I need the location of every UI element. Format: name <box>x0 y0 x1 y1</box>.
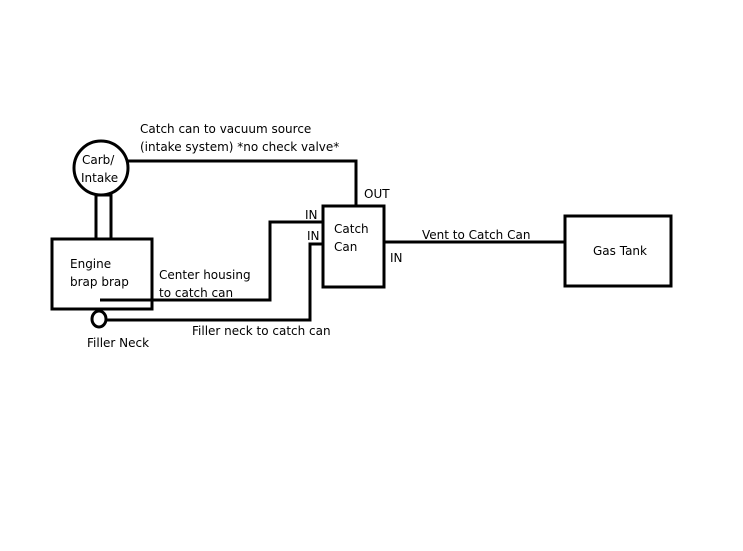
center-housing-label-line1: Center housing <box>159 268 251 282</box>
vent-label: Vent to Catch Can <box>422 228 530 242</box>
center-housing-line <box>100 220 323 302</box>
gas-tank-label: Gas Tank <box>593 244 647 258</box>
engine-label-line2: brap brap <box>70 275 129 289</box>
carb-label-line2: Intake <box>81 171 118 185</box>
catch-can-label-line1: Catch <box>334 222 369 236</box>
vacuum-line <box>128 159 358 206</box>
intake-tube <box>94 193 113 241</box>
gas-tank-box <box>563 214 673 288</box>
catch-can-box <box>321 204 386 289</box>
engine-label-line1: Engine <box>70 257 111 271</box>
filler-neck-label: Filler Neck <box>87 336 149 350</box>
port-in-top-label: IN <box>305 208 318 222</box>
center-housing-label-line2: to catch can <box>159 286 233 300</box>
vacuum-label-line1: Catch can to vacuum source <box>140 122 311 136</box>
filler-neck-line <box>106 242 323 322</box>
port-in-mid-label: IN <box>307 229 320 243</box>
carb-label-line1: Carb/ <box>82 153 115 167</box>
port-in-right-label: IN <box>390 251 403 265</box>
engine-box <box>50 237 154 311</box>
filler-neck-line-label: Filler neck to catch can <box>192 324 331 338</box>
carb-intake-circle <box>72 139 130 197</box>
filler-neck-oval <box>90 309 108 329</box>
port-out-label: OUT <box>364 187 390 201</box>
catch-can-label-line2: Can <box>334 240 357 254</box>
vacuum-label-line2: (intake system) *no check valve* <box>140 140 339 154</box>
